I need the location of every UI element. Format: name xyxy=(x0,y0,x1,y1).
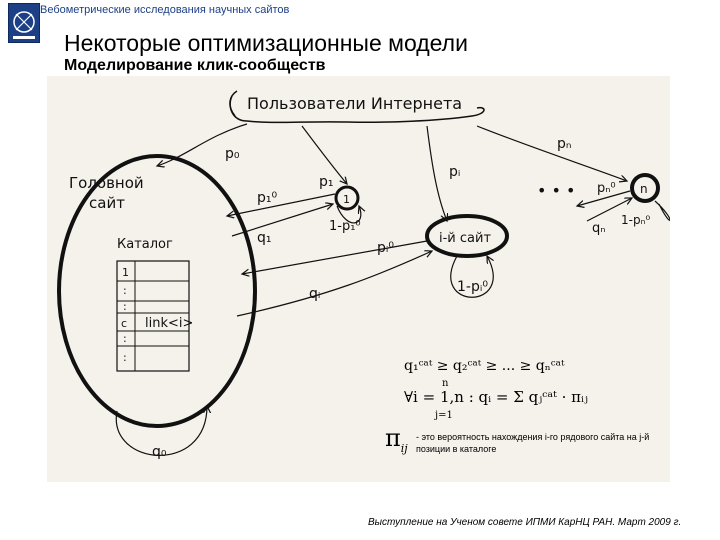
pi-subscript: ij xyxy=(400,442,408,455)
label-qn: qₙ xyxy=(592,221,605,236)
site-node-1 xyxy=(334,185,360,211)
label-one-minus-pi: 1-pᵢ⁰ xyxy=(457,279,488,295)
sum-top: n xyxy=(442,378,449,389)
catalog-row: : xyxy=(123,284,127,297)
label-one-minus-p1: 1-p₁⁰ xyxy=(329,219,361,234)
page-title: Некоторые оптимизационные модели xyxy=(64,30,468,56)
catalog-row: : xyxy=(123,332,127,345)
label-p0: p₀ xyxy=(225,146,240,162)
formula-line-2: ∀i = 1,n : qᵢ = Σ qⱼᶜᵃᵗ · πᵢⱼ xyxy=(404,388,588,406)
label-q1: q₁ xyxy=(257,230,272,246)
label-pn-0: pₙ⁰ xyxy=(597,181,616,196)
ellipsis-dots: • • • xyxy=(537,181,575,200)
pi-symbol: π xyxy=(385,424,401,452)
click-community-diagram: Пользователи Интернета p₀ p₁ pᵢ pₙ Голов… xyxy=(47,76,670,482)
sum-bottom: j=1 xyxy=(434,410,453,421)
catalog-label: Каталог xyxy=(117,237,173,252)
node-1-label: 1 xyxy=(343,193,350,206)
header-title: Вебометрические исследования научных сай… xyxy=(40,4,290,16)
label-p1-0: p₁⁰ xyxy=(257,190,277,206)
footer-text: Выступление на Ученом совете ИПМИ КарНЦ … xyxy=(368,517,682,528)
label-one-minus-pn: 1-pₙ⁰ xyxy=(621,213,650,227)
head-site-ellipse xyxy=(57,154,257,428)
catalog-row: : xyxy=(123,300,127,313)
catalog-row: c xyxy=(121,317,127,330)
formula-line-1: q₁ᶜᵃᵗ ≥ q₂ᶜᵃᵗ ≥ ... ≥ qₙᶜᵃᵗ xyxy=(404,358,565,374)
head-site-label-1: Головной xyxy=(69,174,144,192)
pi-explanation: - это вероятность нахождения i-го рядово… xyxy=(416,432,650,454)
pi-ij-symbol: πij xyxy=(385,424,408,455)
node-n-label: n xyxy=(640,182,648,196)
site-node-i xyxy=(425,214,509,258)
site-node-n xyxy=(630,173,660,203)
node-i-label: i-й сайт xyxy=(439,231,491,246)
label-p1: p₁ xyxy=(319,174,334,190)
head-site-label-2: сайт xyxy=(89,194,125,212)
institute-logo-icon xyxy=(8,3,40,43)
internet-users-cloud xyxy=(229,95,485,124)
catalog-row: 1 xyxy=(122,266,129,279)
label-pi: pᵢ xyxy=(449,164,460,180)
link-label: link<i> xyxy=(145,316,193,331)
internet-users-label: Пользователи Интернета xyxy=(247,94,462,113)
page-subtitle: Моделирование клик-сообществ xyxy=(64,57,326,74)
label-pi-0: pᵢ⁰ xyxy=(377,240,394,256)
label-q0: q₀ xyxy=(152,444,167,460)
label-qi: qᵢ xyxy=(309,286,320,302)
label-pn: pₙ xyxy=(557,136,571,152)
catalog-row: : xyxy=(123,351,127,364)
catalog-table xyxy=(116,260,190,372)
